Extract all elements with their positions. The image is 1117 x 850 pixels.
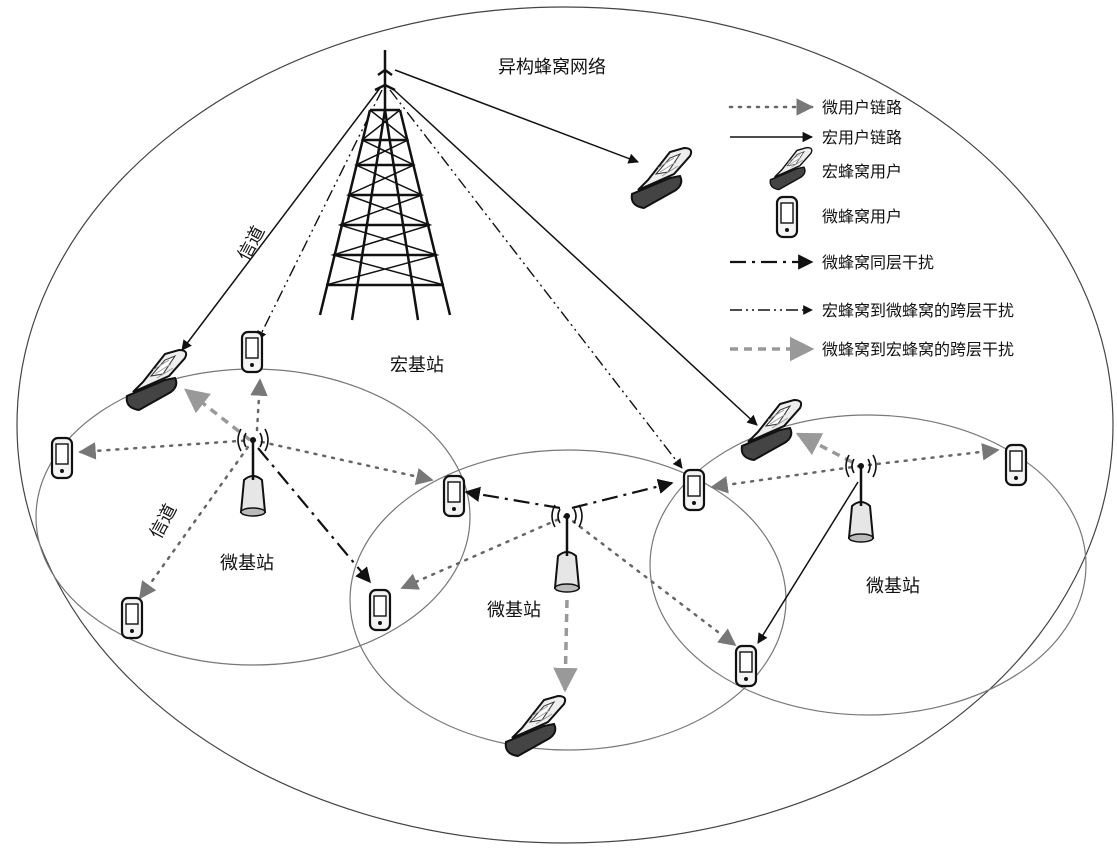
pico-to-macro-interference: [184, 388, 853, 693]
pico-user: [442, 474, 466, 518]
diagram-title: 异构蜂窝网络: [498, 57, 606, 78]
legend-label: 微蜂窝同层干扰: [822, 253, 934, 272]
legend-item-macro-user: 宏蜂窝用户: [769, 146, 902, 191]
pico-user: [682, 468, 706, 512]
legend-label: 宏用户链路: [822, 128, 902, 147]
legend-item-pico-user: 微蜂窝用户: [775, 195, 902, 239]
pico-user: [50, 436, 74, 480]
pico-user: [734, 644, 758, 688]
pico-cell-middle: [349, 449, 787, 751]
legend-label: 微蜂窝到宏蜂窝的跨层干扰: [822, 340, 1014, 359]
macro-user: [740, 399, 803, 461]
legend-item-macro-link: 宏用户链路: [730, 128, 902, 147]
pico-user: [1004, 443, 1028, 487]
pico-bs-middle: [550, 503, 584, 594]
macro-user: [630, 147, 693, 209]
pico-cell-right: [649, 414, 1087, 716]
pico-user: [368, 588, 392, 632]
co-tier-interference: [257, 447, 674, 584]
pico-user: [120, 596, 144, 640]
pico-bs-label-right: 微基站: [866, 576, 920, 597]
channel-label-top: 信道: [234, 223, 269, 265]
legend: 微用户链路 宏用户链路 宏蜂窝用户 微蜂窝用户 微蜂窝同层干扰 宏蜂窝到微蜂窝的…: [728, 98, 1014, 362]
macro-base-station: [318, 50, 452, 321]
legend-item-macro-to-pico: 宏蜂窝到微蜂窝的跨层干扰: [730, 301, 1014, 320]
pico-bs-label-left: 微基站: [220, 553, 274, 574]
legend-label: 宏蜂窝到微蜂窝的跨层干扰: [822, 301, 1014, 320]
macro-user: [504, 695, 567, 757]
pico-cell-left: [35, 368, 471, 666]
macro-user: [125, 349, 188, 411]
legend-label: 宏蜂窝用户: [822, 162, 902, 181]
macro-links: [181, 69, 859, 644]
legend-label: 微用户链路: [822, 98, 902, 117]
channel-label-bottom: 信道: [146, 501, 181, 543]
legend-item-pico-to-macro: 微蜂窝到宏蜂窝的跨层干扰: [730, 336, 1014, 362]
legend-item-co-tier: 微蜂窝同层干扰: [730, 253, 934, 272]
legend-item-pico-link: 微用户链路: [728, 98, 902, 117]
pico-user: [240, 330, 264, 374]
macro-to-pico-interference: [257, 89, 683, 469]
macro-bs-label: 宏基站: [390, 355, 444, 376]
pico-bs-label-middle: 微基站: [487, 600, 541, 621]
macro-cell-boundary: [16, 6, 1114, 844]
pico-links: [78, 378, 1000, 647]
legend-label: 微蜂窝用户: [822, 207, 902, 226]
